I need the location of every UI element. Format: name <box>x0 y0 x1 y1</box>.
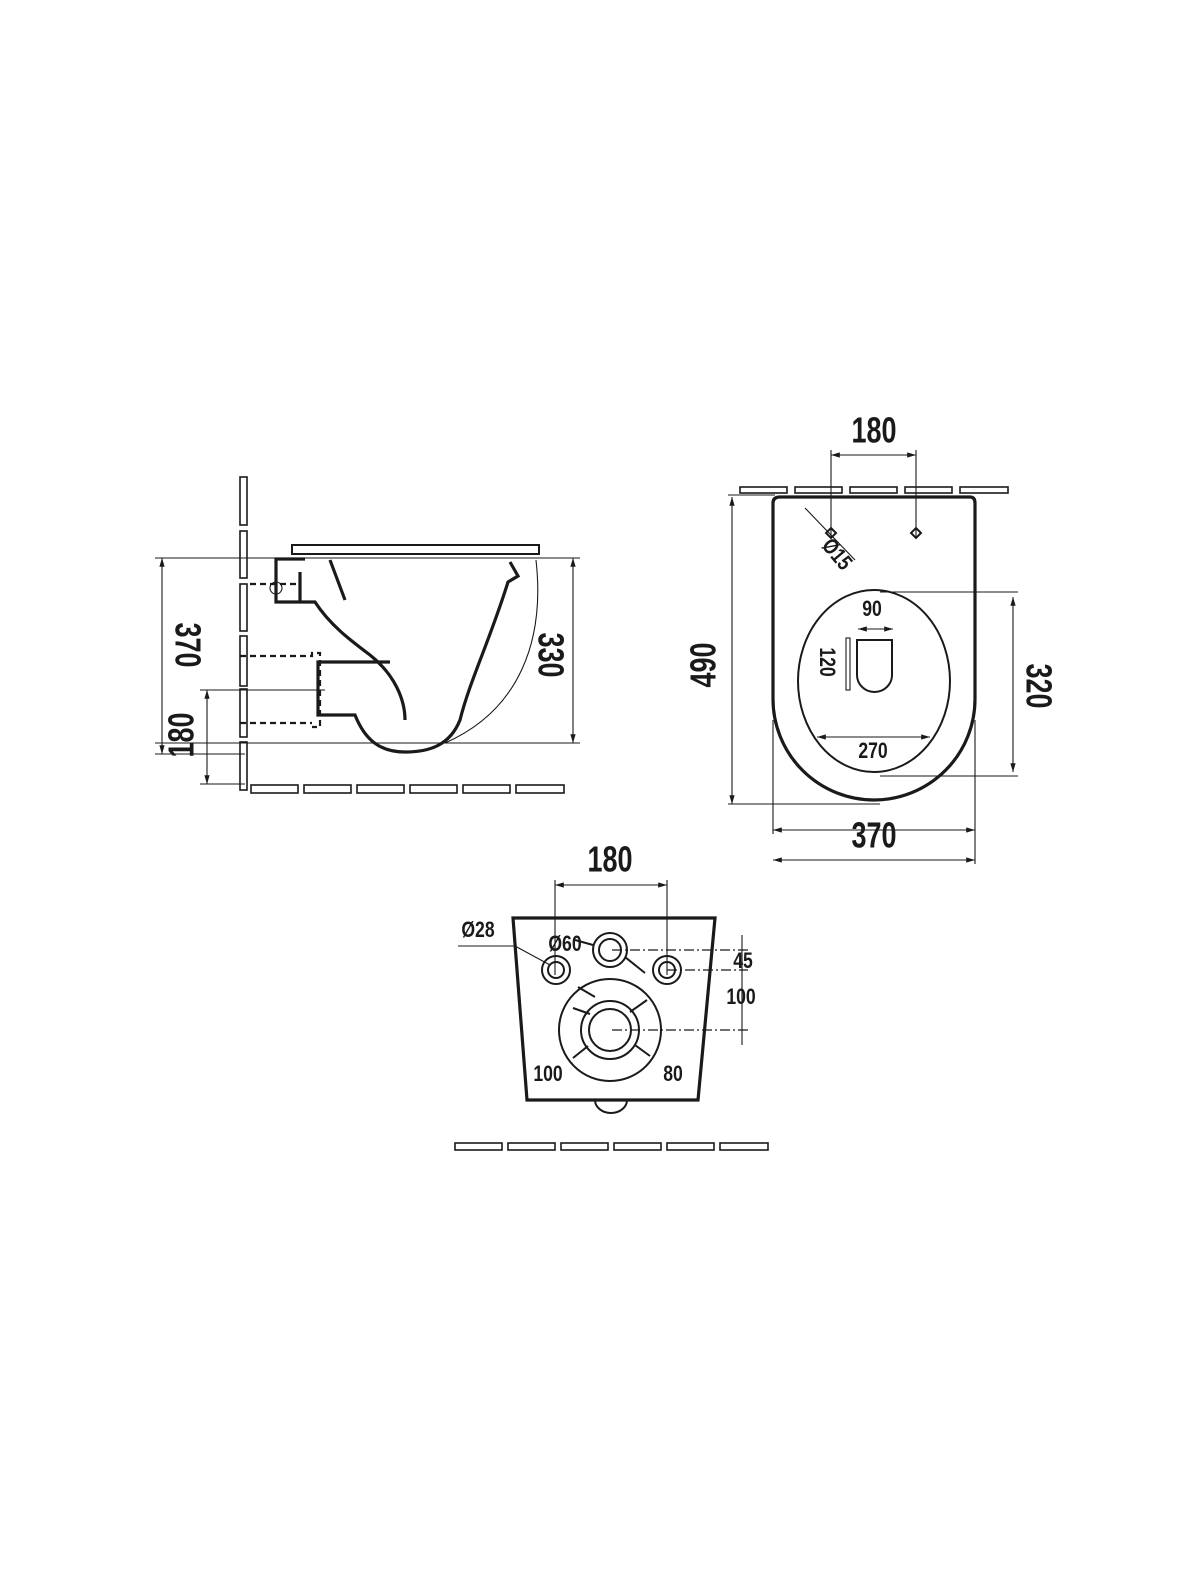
dim-bolt-hole-back: Ø28 <box>461 918 494 942</box>
inlet-connector <box>274 557 347 604</box>
dim-inlet-offset: 45 <box>733 949 753 973</box>
floor-blocks <box>250 784 565 794</box>
wall-blocks-top <box>739 486 1009 494</box>
side-view: 370 180 330 <box>155 476 580 794</box>
back-outline <box>511 916 717 1102</box>
seat-opening <box>797 589 951 773</box>
floor-blocks-back <box>454 1142 769 1151</box>
dim-width: 370 <box>851 815 896 856</box>
dim-outlet-inner: 80 <box>663 1062 683 1086</box>
outlet-hole <box>856 639 893 693</box>
top-view: 180 Ø15 490 320 370 270 90 120 <box>683 410 1060 864</box>
bowl-outline <box>305 561 521 754</box>
dim-outlet-height: 180 <box>161 712 202 757</box>
dim-bolt-hole-top: Ø15 <box>817 534 857 575</box>
wall-blocks <box>239 476 248 791</box>
seat-lid <box>291 544 540 555</box>
dim-outlet-offset: 100 <box>726 985 755 1009</box>
dim-outlet-width: 90 <box>862 597 882 621</box>
dim-outlet-outer: 100 <box>533 1062 562 1086</box>
dim-overall-height: 370 <box>168 622 209 667</box>
dim-bolt-spacing-top: 180 <box>851 410 896 451</box>
dim-bowl-height: 330 <box>531 632 572 677</box>
back-view: 180 Ø28 Ø60 45 100 100 80 <box>454 839 769 1151</box>
bowl-outline-top <box>771 495 977 802</box>
dim-bolt-spacing-back: 180 <box>587 839 632 880</box>
dim-length: 490 <box>683 642 724 687</box>
dim-outlet-length: 120 <box>815 647 839 676</box>
dim-opening-width: 270 <box>858 739 887 763</box>
dim-opening-length: 320 <box>1019 663 1060 708</box>
dim-inlet: Ø60 <box>548 932 581 956</box>
